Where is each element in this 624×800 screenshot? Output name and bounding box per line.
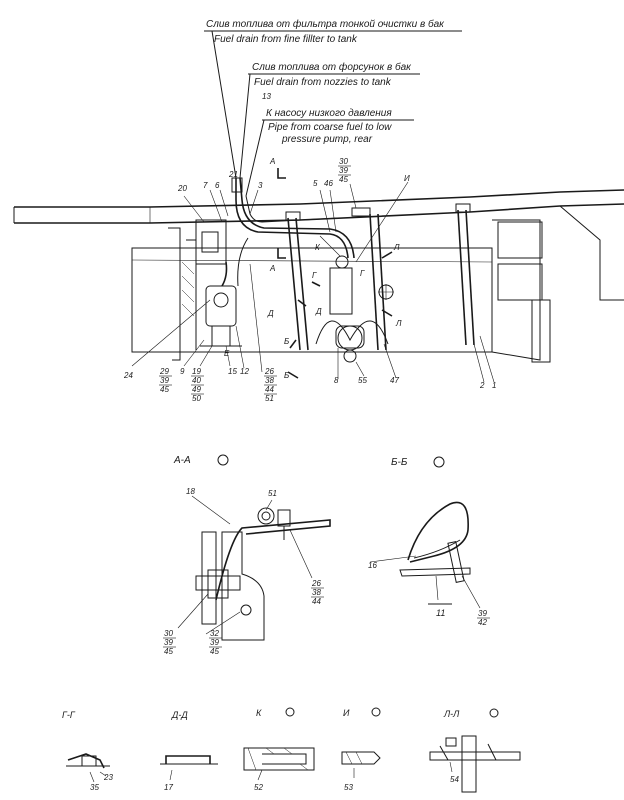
section-aa: А-А 18 51 26 38 44 30 39 45 32 39 45 bbox=[163, 454, 331, 656]
aa-part-39-label: 39 bbox=[164, 638, 173, 647]
part-26-label: 26 bbox=[264, 367, 274, 376]
part-8-label: 8 bbox=[334, 376, 339, 385]
bb-part-42-label: 42 bbox=[478, 618, 487, 627]
part-b2-label: Б bbox=[284, 371, 289, 380]
aa-part-32-label: 32 bbox=[210, 629, 219, 638]
tank-straps bbox=[285, 203, 475, 351]
part-13-label: 13 bbox=[262, 92, 271, 101]
part-g2-label: Г bbox=[360, 269, 365, 278]
section-bb-title: Б-Б bbox=[391, 457, 408, 468]
aa-part-26-label: 26 bbox=[311, 579, 321, 588]
part-21-label: 21 bbox=[228, 170, 238, 179]
part-40-label: 40 bbox=[192, 376, 201, 385]
section-gg-title: Г-Г bbox=[62, 710, 76, 720]
bb-part-39-label: 39 bbox=[478, 609, 487, 618]
part-39-label: 39 bbox=[339, 166, 348, 175]
part-19-label: 19 bbox=[192, 367, 201, 376]
bb-part-11-label: 11 bbox=[436, 608, 445, 618]
part-12-label: 12 bbox=[240, 367, 249, 376]
part-24-label: 24 bbox=[123, 371, 133, 380]
k-part-52-label: 52 bbox=[254, 783, 263, 792]
part-47-label: 47 bbox=[390, 376, 399, 385]
main-view bbox=[13, 168, 624, 383]
aa-part-38-label: 38 bbox=[312, 588, 321, 597]
part-30-label: 30 bbox=[339, 157, 348, 166]
part-50-label: 50 bbox=[192, 394, 201, 403]
section-bb-scale-icon bbox=[433, 456, 445, 468]
callout-nozzles-ru: Слив топлива от форсунок в бак bbox=[252, 61, 412, 73]
part-d1-label: Д bbox=[267, 309, 274, 318]
part-38-label: 38 bbox=[265, 376, 274, 385]
aa-part-44-label: 44 bbox=[312, 597, 321, 606]
part-9-label: 9 bbox=[180, 367, 185, 376]
aa-part-30-label: 30 bbox=[164, 629, 173, 638]
part-k-label: К bbox=[315, 243, 321, 252]
aa-part-45-label: 45 bbox=[164, 647, 173, 656]
section-dd: Д-Д 17 bbox=[160, 710, 218, 792]
part-d2-label: Д bbox=[315, 307, 322, 316]
part-49-label: 49 bbox=[192, 385, 201, 394]
part-6-label: 6 bbox=[215, 181, 220, 190]
ll-part-54-label: 54 bbox=[450, 775, 459, 784]
part-45b-label: 45 bbox=[160, 385, 169, 394]
section-bb: Б-Б 16 11 39 42 bbox=[368, 456, 490, 627]
callout-fine-filter-ru: Слив топлива от фильтра тонкой очистки в… bbox=[206, 18, 445, 30]
part-29-label: 29 bbox=[159, 367, 169, 376]
bb-part-16-label: 16 bbox=[368, 561, 377, 570]
part-l2-label: Л bbox=[395, 319, 402, 328]
part-2-label: 2 bbox=[479, 381, 485, 390]
section-ll-title: Л-Л bbox=[443, 709, 460, 719]
part-45-label: 45 bbox=[339, 175, 348, 184]
part-5-label: 5 bbox=[313, 179, 318, 188]
part-3-label: 3 bbox=[258, 181, 263, 190]
part-20-label: 20 bbox=[177, 184, 187, 193]
part-i-label: И bbox=[404, 174, 410, 183]
section-k-scale-icon bbox=[285, 707, 295, 717]
callout-fine-filter-en: Fuel drain from fine fillter to tank bbox=[214, 34, 358, 45]
section-k: К 52 bbox=[243, 707, 315, 792]
section-aa-scale-icon bbox=[217, 454, 229, 466]
section-aa-title: А-А bbox=[173, 455, 191, 466]
main-view-labels: 13 21 6 3 20 7 5 46 30 39 45 И К Л Л Г Г… bbox=[123, 92, 496, 403]
part-1-label: 1 bbox=[492, 381, 496, 390]
aa-part-39b-label: 39 bbox=[210, 638, 219, 647]
part-39b-label: 39 bbox=[160, 376, 169, 385]
part-b-label: Б bbox=[284, 337, 289, 346]
section-gg: Г-Г 23 35 bbox=[62, 710, 113, 792]
gg-part-35-label: 35 bbox=[90, 783, 99, 792]
aa-part-45b-label: 45 bbox=[210, 647, 219, 656]
section-i-title: И bbox=[343, 708, 350, 718]
part-7-label: 7 bbox=[203, 181, 208, 190]
aa-part-51-label: 51 bbox=[268, 489, 277, 498]
part-g1-label: Г bbox=[312, 271, 317, 280]
part-a2-label: А bbox=[269, 264, 275, 273]
callout-nozzles: Слив топлива от форсунок в бак Fuel drai… bbox=[239, 61, 420, 179]
part-a1-label: А bbox=[269, 157, 275, 166]
part-55-label: 55 bbox=[358, 376, 367, 385]
callout-pump-en2: pressure pump, rear bbox=[281, 134, 373, 145]
callout-fine-filter: Слив топлива от фильтра тонкой очистки в… bbox=[204, 18, 462, 179]
section-ll-scale-icon bbox=[489, 708, 499, 718]
callout-nozzles-en: Fuel drain from nozzies to tank bbox=[254, 77, 392, 88]
part-l1-label: Л bbox=[393, 243, 400, 252]
dd-part-17-label: 17 bbox=[164, 783, 173, 792]
section-ll: Л-Л 54 bbox=[429, 708, 521, 793]
callout-pump: К насосу низкого давления Pipe from coar… bbox=[245, 108, 414, 197]
section-k-title: К bbox=[256, 708, 262, 718]
section-dd-title: Д-Д bbox=[171, 710, 188, 720]
part-51-label: 51 bbox=[265, 394, 274, 403]
part-46-label: 46 bbox=[324, 179, 333, 188]
part-44-label: 44 bbox=[265, 385, 274, 394]
gg-part-23-label: 23 bbox=[103, 773, 113, 782]
part-e-label: Е bbox=[224, 349, 230, 358]
section-i-scale-icon bbox=[371, 707, 381, 717]
callout-pump-en1: Pipe from coarse fuel to low bbox=[268, 122, 392, 133]
aa-part-18-label: 18 bbox=[186, 487, 195, 496]
part-15-label: 15 bbox=[228, 367, 237, 376]
section-i: И 53 bbox=[341, 707, 381, 792]
callout-pump-ru: К насосу низкого давления bbox=[266, 108, 392, 119]
i-part-53-label: 53 bbox=[344, 783, 353, 792]
